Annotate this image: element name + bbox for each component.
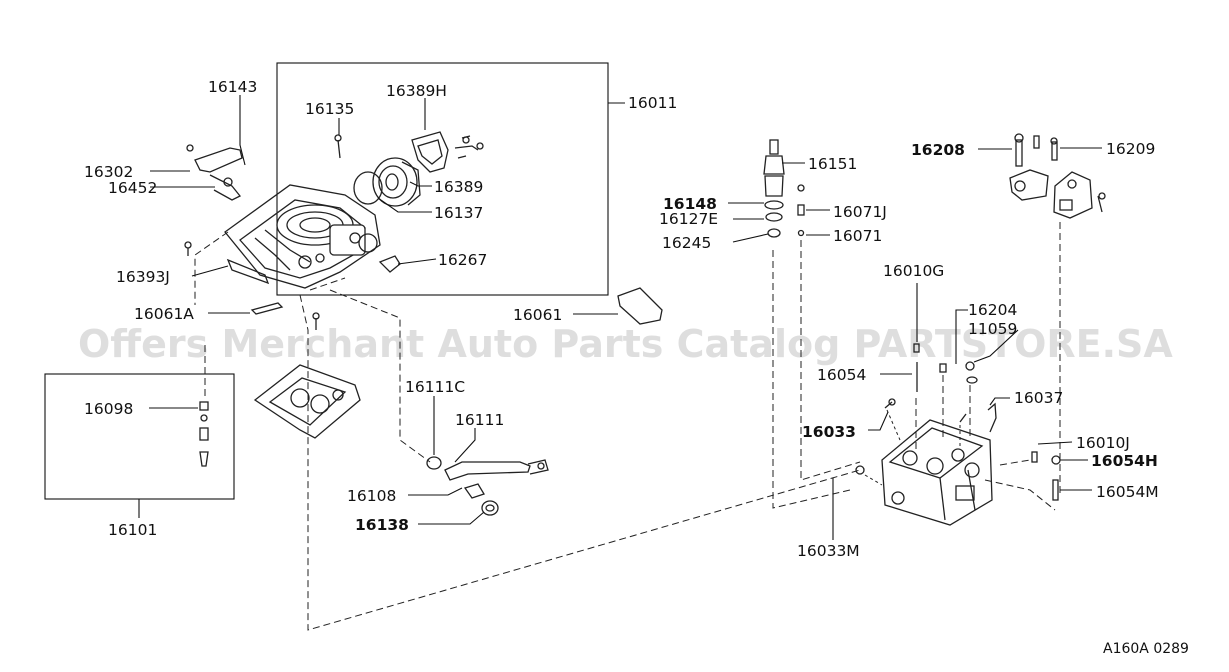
kit-box-16101 [44,373,235,500]
label-16098: 16098 [84,400,133,418]
fuel-fitting-16111 [426,456,549,516]
label-11059: 11059 [968,320,1017,338]
watermark: Offers Merchant Auto Parts Catalog PARTS… [78,322,1173,366]
label-16111C: 16111C [405,378,465,396]
label-16054H: 16054H [1091,452,1158,470]
label-16037: 16037 [1014,389,1063,407]
base-gasket [253,364,361,439]
label-16143: 16143 [208,78,257,96]
label-16108: 16108 [347,487,396,505]
label-16061A: 16061A [134,305,194,323]
label-16011: 16011 [628,94,677,112]
leader-lines [149,95,1102,540]
throttle-body [881,419,993,526]
label-16452: 16452 [108,179,157,197]
carburetor-upper-assembly [184,131,484,330]
throttle-linkage [1009,133,1106,219]
label-16054M: 16054M [1096,483,1159,501]
needle-valve-stack [763,139,805,238]
label-16033M: 16033M [797,542,860,560]
insulator-16061 [617,287,663,325]
part-labels: 16143 16135 16389H 16011 16302 16452 163… [84,78,1189,657]
label-16111: 16111 [455,411,504,429]
label-16061: 16061 [513,306,562,324]
small-parts-right [855,343,1061,501]
label-16302: 16302 [84,163,133,181]
label-16054: 16054 [817,366,866,384]
label-16208: 16208 [911,141,965,159]
label-16101: 16101 [108,521,157,539]
label-16245: 16245 [662,234,711,252]
label-16135: 16135 [305,100,354,118]
label-16071J: 16071J [833,203,887,221]
assembly-box-16011 [276,62,609,296]
assembly-lines [194,222,1061,631]
label-16127E: 16127E [659,210,718,228]
label-16010G: 16010G [883,262,944,280]
label-16209: 16209 [1106,140,1155,158]
label-16151: 16151 [808,155,857,173]
label-16010J: 16010J [1076,434,1130,452]
label-16033: 16033 [802,423,856,441]
figure-code: A160A 0289 [1103,641,1189,657]
label-16389H: 16389H [386,82,447,100]
label-16148: 16148 [663,195,717,213]
label-16137: 16137 [434,204,483,222]
label-16393J: 16393J [116,268,170,286]
kit-parts-16098 [199,401,209,467]
label-16071: 16071 [833,227,882,245]
label-16138: 16138 [355,516,409,534]
label-16389: 16389 [434,178,483,196]
label-16204: 16204 [968,301,1017,319]
label-16267: 16267 [438,251,487,269]
